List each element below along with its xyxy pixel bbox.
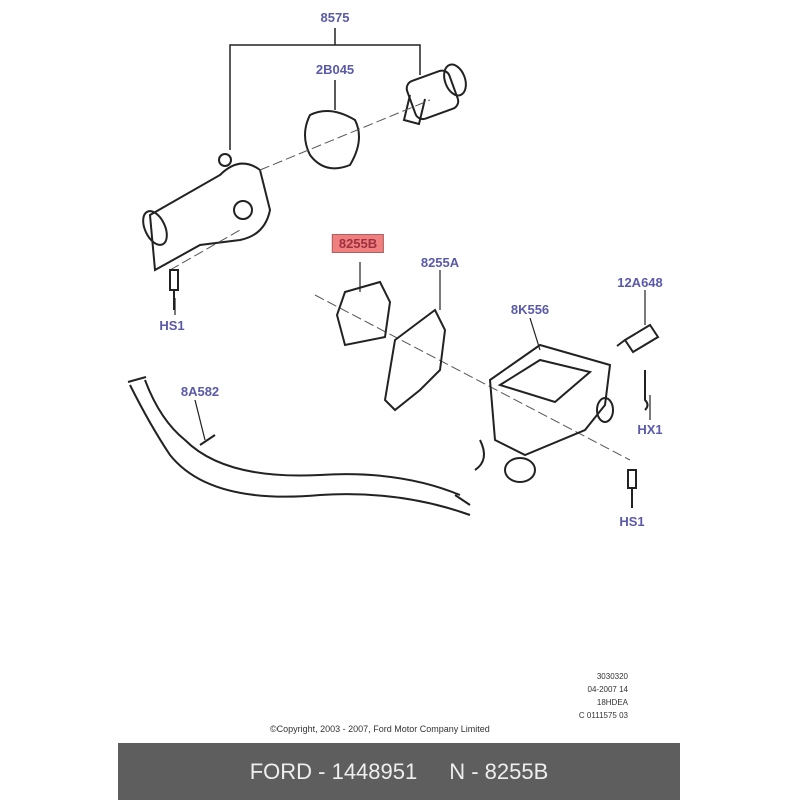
reference-line: 3030320: [596, 672, 628, 681]
callout-8255a[interactable]: 8255A: [420, 255, 460, 270]
callout-8575[interactable]: 8575: [320, 10, 350, 25]
gasket-8255b: [335, 280, 392, 347]
outlet-housing-part: [142, 153, 272, 272]
footer-band: FORD - 1448951 N - 8255B: [118, 743, 680, 800]
bolt-right: [627, 469, 637, 508]
parts-diagram: [127, 28, 660, 516]
callout-12a648[interactable]: 12A648: [617, 275, 663, 290]
reference-block: 3030320 04-2007 14 18HDEA C 0111575 03: [579, 670, 628, 722]
reference-line: 04-2007 14: [587, 685, 628, 694]
housing-8k556: [474, 343, 614, 483]
thermostat-part: [402, 63, 467, 126]
part-reference: N - 8255B: [449, 758, 549, 784]
callout-hs1-right[interactable]: HS1: [619, 514, 645, 529]
gasket-8255a: [383, 308, 447, 412]
callout-8k556[interactable]: 8K556: [510, 302, 550, 317]
reference-line: C 0111575 03: [578, 711, 628, 720]
part-number: FORD - 1448951: [249, 758, 418, 784]
callout-hs1-left[interactable]: HS1: [159, 318, 185, 333]
copyright: ©Copyright, 2003 - 2007, Ford Motor Comp…: [270, 724, 490, 734]
reference-line: 18HDEA: [596, 698, 628, 707]
clip-hx1: [644, 370, 649, 411]
sensor-12a648: [616, 323, 660, 354]
bolt-left: [169, 269, 179, 310]
callout-2b045[interactable]: 2B045: [315, 62, 355, 77]
hose-8a582: [127, 376, 471, 516]
callout-8255b-highlighted[interactable]: 8255B: [331, 234, 385, 253]
callout-8a582[interactable]: 8A582: [180, 384, 220, 399]
callout-hx1[interactable]: HX1: [637, 422, 663, 437]
gasket-2b045: [304, 110, 360, 170]
